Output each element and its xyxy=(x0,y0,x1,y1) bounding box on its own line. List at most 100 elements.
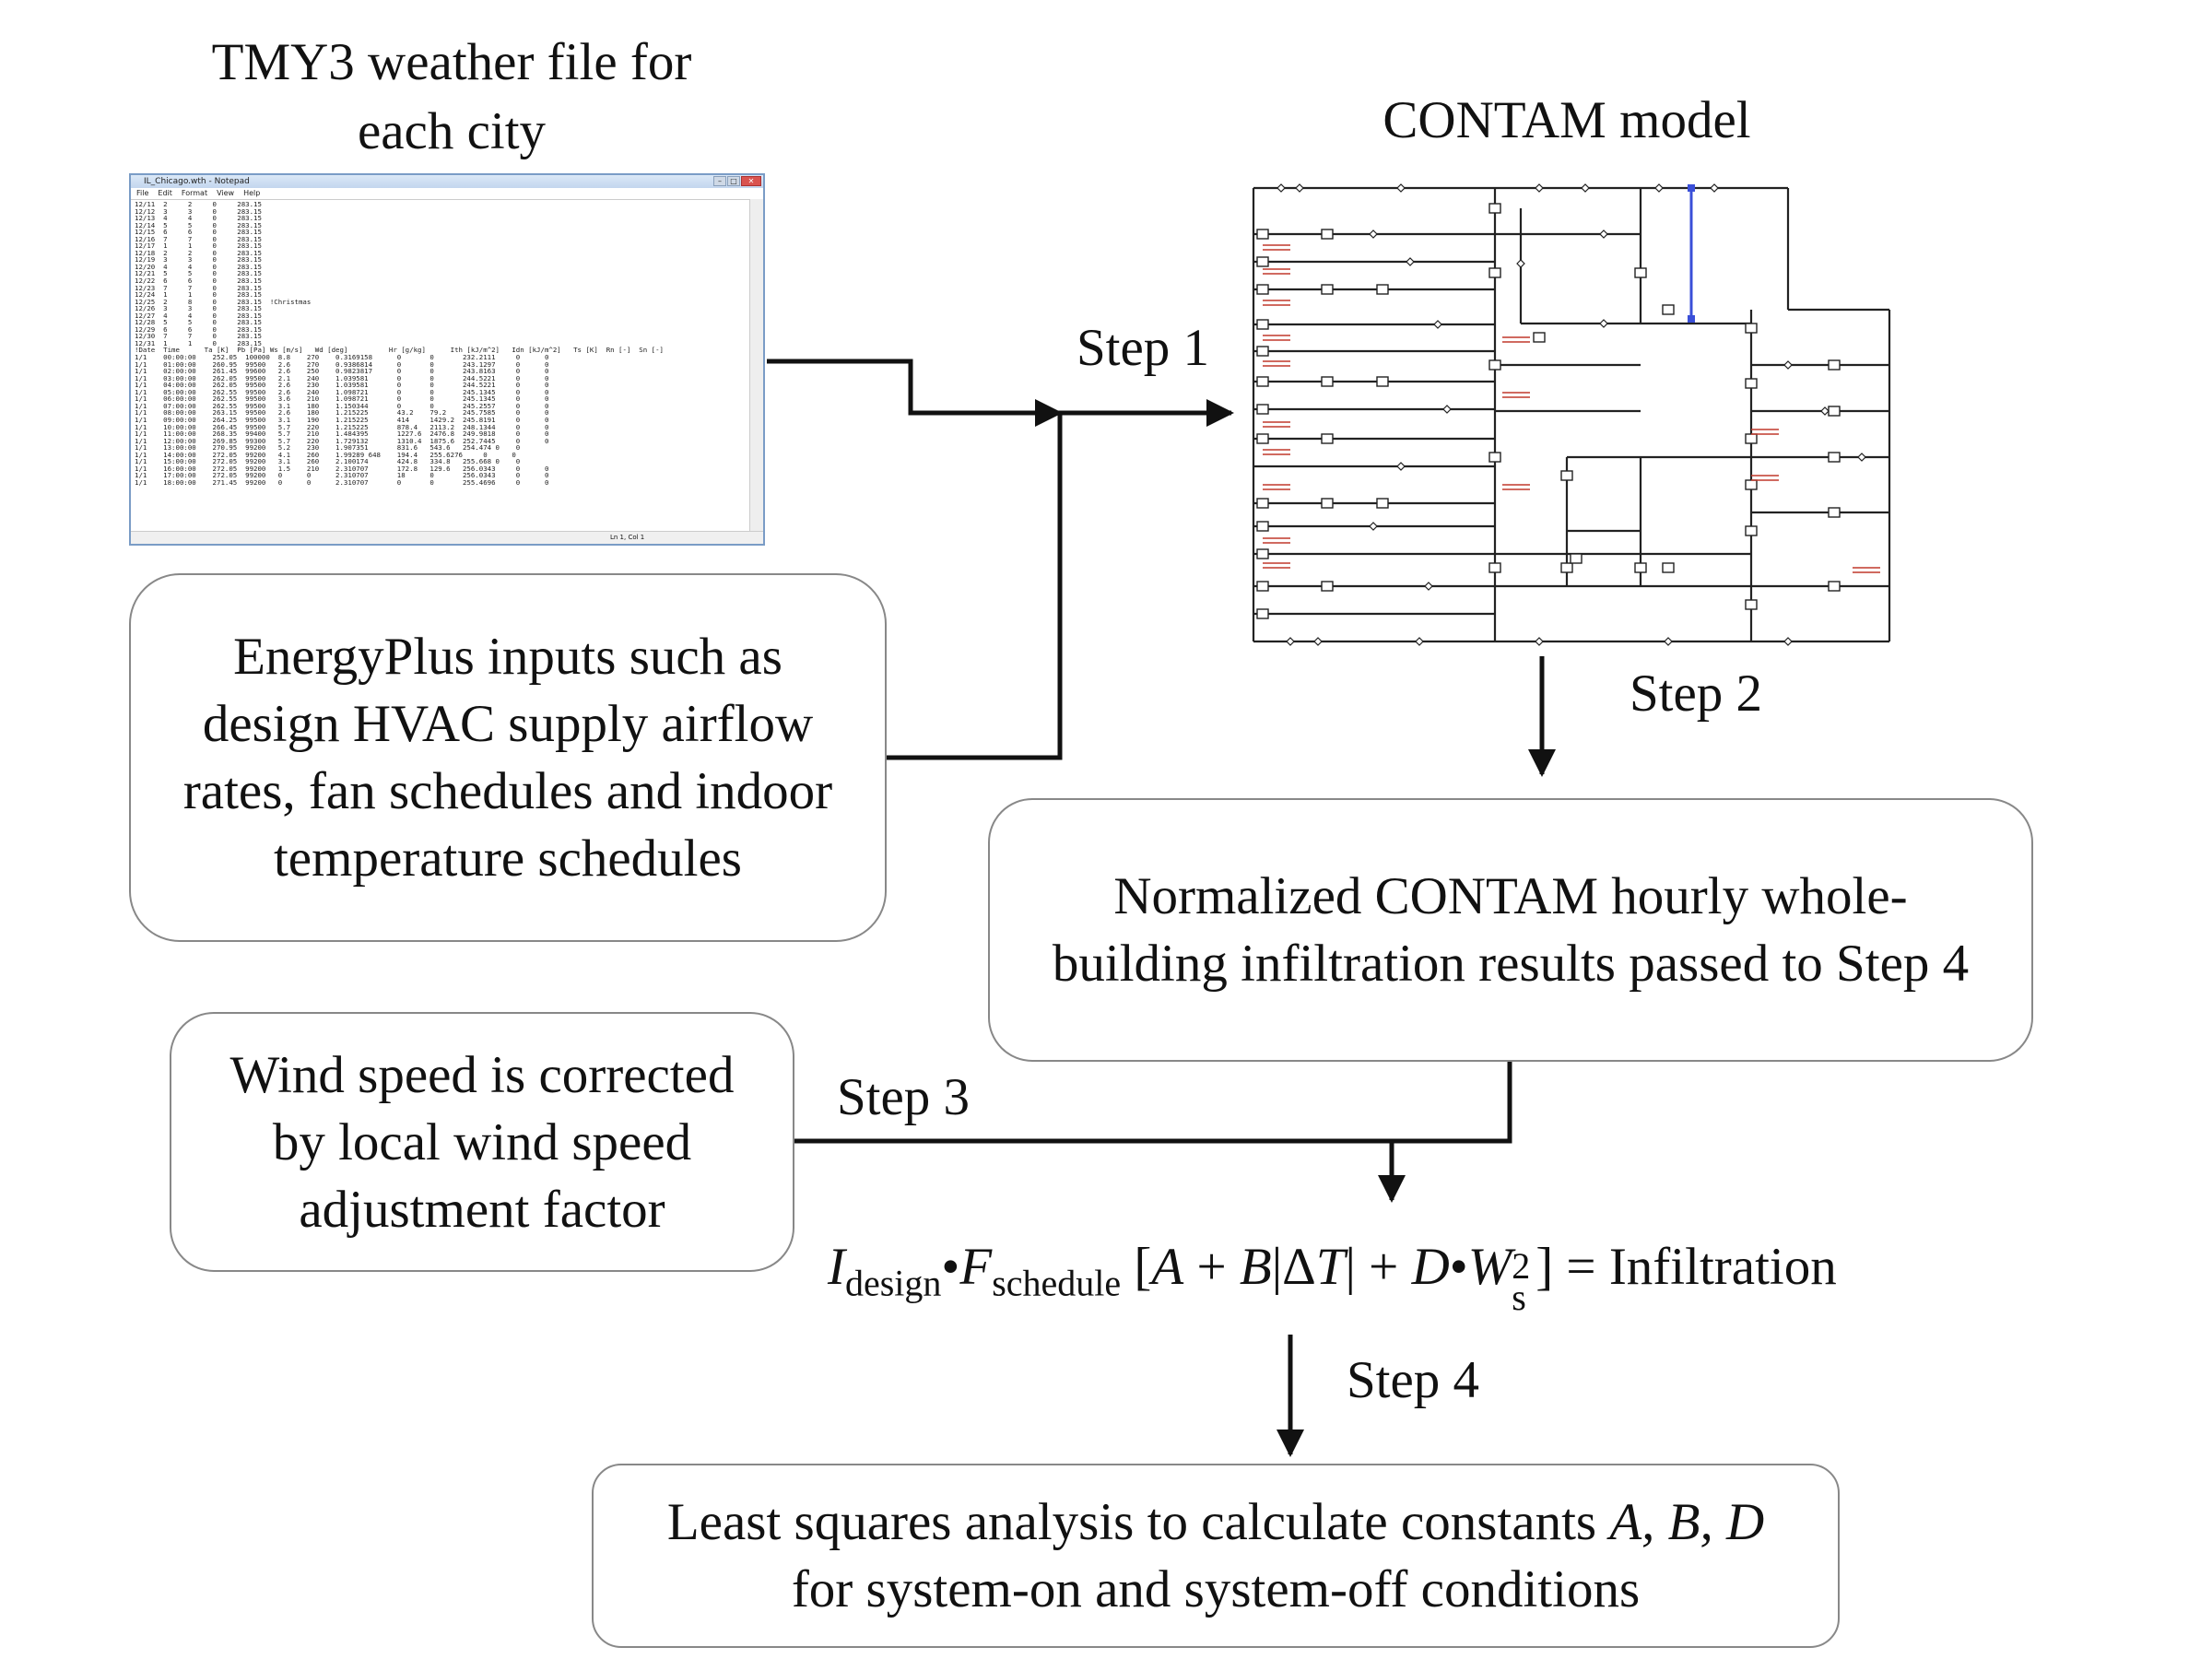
airflow-path-symbol xyxy=(1488,203,1501,214)
normalized-results-box: Normalized CONTAM hourly whole- building… xyxy=(988,798,2033,1062)
notepad-line: 1/1 07:00:00 262.55 99500 3.1 180 1.1503… xyxy=(135,401,549,410)
maximize-icon[interactable]: □ xyxy=(727,176,740,186)
leakage-symbol xyxy=(1535,637,1544,646)
notepad-line: 12/27 4 4 0 283.15 xyxy=(135,311,262,320)
notepad-line: 12/20 4 4 0 283.15 xyxy=(135,262,262,271)
notepad-line: 1/1 09:00:00 264.25 99500 3.1 190 1.2152… xyxy=(135,415,549,424)
leakage-symbol xyxy=(1369,229,1378,239)
eq-W-sup: 2 xyxy=(1512,1245,1531,1287)
normalized-to-equation-line xyxy=(794,1062,1512,1144)
leakage-symbol xyxy=(1442,405,1452,414)
airflow-path-symbol xyxy=(1570,553,1583,564)
eq-plus1: + xyxy=(1183,1238,1240,1296)
menu-format[interactable]: Format xyxy=(181,189,208,197)
tmy3-title-line1: TMY3 weather file for xyxy=(211,33,692,91)
airflow-path-symbol xyxy=(1828,507,1841,518)
leakage-symbol xyxy=(1516,259,1525,268)
notepad-line: 1/1 03:00:00 262.05 99500 2.1 240 1.0395… xyxy=(135,373,549,382)
leakage-symbol xyxy=(1286,637,1295,646)
airflow-path-symbol xyxy=(1256,256,1269,267)
airflow-path-symbol xyxy=(1662,562,1675,573)
leakage-symbol xyxy=(1654,183,1664,193)
notepad-line: 1/1 15:00:00 272.05 99200 3.1 260 2.1001… xyxy=(135,457,521,466)
leakage-symbol xyxy=(1820,406,1830,416)
airflow-path-symbol xyxy=(1828,359,1841,371)
notepad-line: 1/1 00:00:00 252.05 100000 8.8 270 0.316… xyxy=(135,353,549,362)
airflow-path-symbol xyxy=(1560,562,1573,573)
menu-edit[interactable]: Edit xyxy=(158,189,172,197)
airflow-path-symbol xyxy=(1488,452,1501,463)
eq-plus2: + xyxy=(1355,1238,1412,1296)
airflow-path-symbol xyxy=(1533,332,1546,343)
airflow-path-symbol xyxy=(1560,470,1573,481)
airflow-path-symbol xyxy=(1321,581,1334,592)
wind-line3: adjustment factor xyxy=(299,1180,665,1239)
airflow-path-symbol xyxy=(1321,498,1334,509)
notepad-line: 1/1 08:00:00 263.15 99500 2.6 180 1.2152… xyxy=(135,408,549,418)
weather-file-notepad: IL_Chicago.wth - Notepad – □ ✕ File Edit… xyxy=(129,173,765,546)
notepad-line: 1/1 10:00:00 266.45 99500 5.7 220 1.2152… xyxy=(135,422,549,431)
eq-F: F xyxy=(959,1238,993,1296)
energyplus-line2: design HVAC supply airflow xyxy=(202,695,814,753)
airflow-path-symbol xyxy=(1745,378,1758,389)
notepad-line: 1/1 04:00:00 262.05 99500 2.6 230 1.0395… xyxy=(135,381,549,390)
airflow-path-symbol xyxy=(1256,229,1269,240)
airflow-path-symbol xyxy=(1488,267,1501,278)
wind-line1: Wind speed is corrected xyxy=(229,1045,735,1104)
airflow-path-symbol xyxy=(1376,376,1389,387)
eq-T: T xyxy=(1315,1238,1346,1296)
menu-view[interactable]: View xyxy=(217,189,235,197)
notepad-line: 12/15 6 6 0 283.15 xyxy=(135,228,262,237)
notepad-line: 12/28 5 5 0 283.15 xyxy=(135,318,262,327)
wind-line2: by local wind speed xyxy=(272,1112,692,1171)
step4-label: Step 4 xyxy=(1346,1351,1480,1409)
close-icon[interactable]: ✕ xyxy=(741,176,761,186)
eq-B: B xyxy=(1239,1238,1272,1296)
airflow-path-symbol xyxy=(1488,562,1501,573)
notepad-line: 12/18 2 2 0 283.15 xyxy=(135,248,262,257)
eq-W-sub: s xyxy=(1512,1277,1526,1318)
airflow-path-symbol xyxy=(1256,284,1269,295)
least-squares-constants: A, B, D xyxy=(1609,1493,1765,1551)
energyplus-to-step1-line xyxy=(887,413,1063,760)
leakage-symbol xyxy=(1396,462,1406,471)
notepad-line: 12/11 2 2 0 283.15 xyxy=(135,201,262,208)
menu-file[interactable]: File xyxy=(136,189,149,197)
contam-title: CONTAM model xyxy=(1382,91,1751,149)
leakage-symbol xyxy=(1664,637,1673,646)
notepad-scrollbar[interactable] xyxy=(749,199,763,531)
airflow-path-symbol xyxy=(1256,608,1269,619)
airflow-path-symbol xyxy=(1321,284,1334,295)
step3-label: Step 3 xyxy=(836,1068,971,1126)
notepad-line: 1/1 17:00:00 272.05 99200 0 0 2.310707 1… xyxy=(135,471,549,480)
eq-D: D xyxy=(1411,1238,1450,1296)
notepad-line: 1/1 18:00:00 271.45 99200 0 0 2.310707 0… xyxy=(135,477,549,487)
least-squares-line1: Least squares analysis to calculate cons… xyxy=(667,1488,1764,1556)
notepad-line: 12/22 6 6 0 283.15 xyxy=(135,276,262,286)
airflow-path-symbol xyxy=(1256,376,1269,387)
notepad-line: 1/1 01:00:00 260.95 99500 2.6 270 0.9386… xyxy=(135,359,549,369)
notepad-line: 1/1 02:00:00 261.45 99600 2.6 250 0.9823… xyxy=(135,367,549,376)
minimize-icon[interactable]: – xyxy=(713,176,726,186)
step2-label: Step 2 xyxy=(1629,665,1763,723)
airflow-path-symbol xyxy=(1256,319,1269,330)
notepad-line: 12/23 7 7 0 283.15 xyxy=(135,283,262,292)
airflow-path-symbol xyxy=(1256,404,1269,415)
energyplus-line1: EnergyPlus inputs such as xyxy=(233,628,782,686)
tmy3-title: TMY3 weather file for each city xyxy=(157,28,747,166)
leakage-symbol xyxy=(1857,453,1866,462)
airflow-path-symbol xyxy=(1828,452,1841,463)
airflow-path-symbol xyxy=(1745,323,1758,334)
airflow-path-symbol xyxy=(1662,304,1675,315)
menu-help[interactable]: Help xyxy=(243,189,261,197)
notepad-line: 1/1 13:00:00 270.95 99200 5.2 230 1.9073… xyxy=(135,443,521,453)
leakage-symbol xyxy=(1313,637,1323,646)
airflow-path-symbol xyxy=(1634,562,1647,573)
airflow-path-symbol xyxy=(1488,359,1501,371)
leakage-symbol xyxy=(1415,637,1424,646)
leakage-symbol xyxy=(1424,582,1433,591)
notepad-menu: File Edit Format View Help xyxy=(131,188,763,200)
leakage-symbol xyxy=(1581,183,1590,193)
